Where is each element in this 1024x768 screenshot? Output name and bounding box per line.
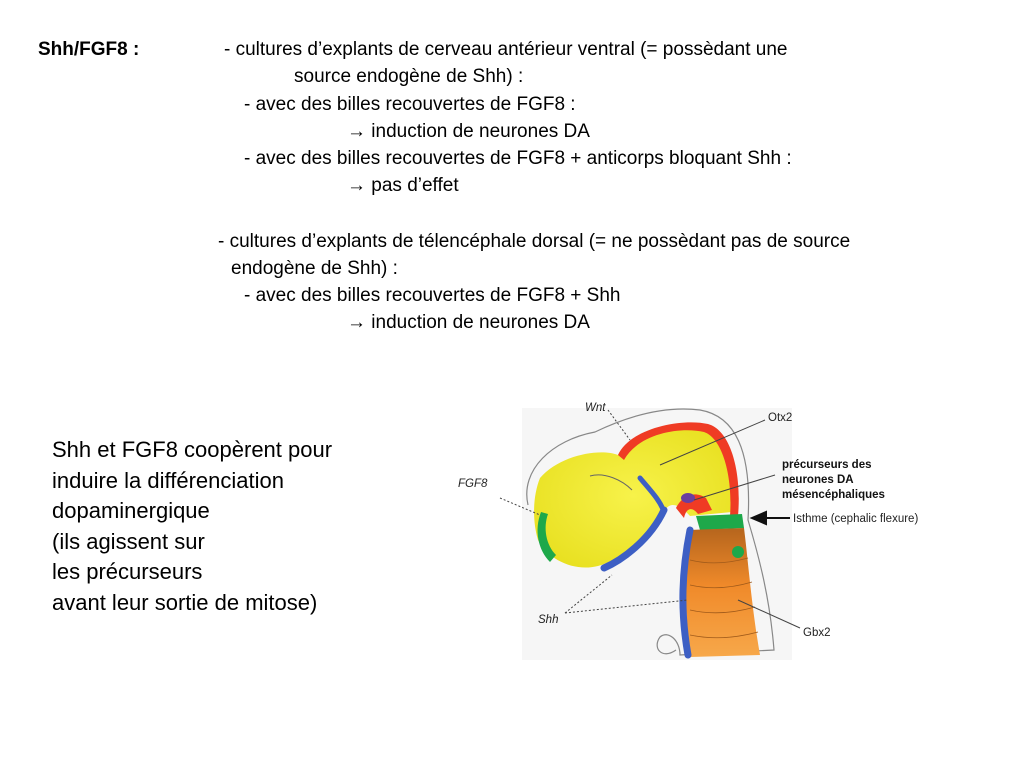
experiment-1-line-1: - cultures d’explants de cerveau antérie… <box>224 39 788 60</box>
inner-contour <box>589 474 633 491</box>
experiment-1-condition-b: - avec des billes recouvertes de FGF8 + … <box>244 148 792 169</box>
conclusion-line: induire la différenciation <box>52 467 284 493</box>
isthme-arrow <box>749 510 790 526</box>
embryo-brain-diagram: Wnt Otx2 FGF8 précurseurs des neurones D… <box>458 402 918 660</box>
label-fgf8: FGF8 <box>458 478 488 490</box>
experiment-1-line-2: source endogène de Shh) : <box>294 66 524 87</box>
label-precursors-2: neurones DA <box>782 474 854 486</box>
conclusion-line: dopaminergique <box>52 498 210 524</box>
label-shh: Shh <box>538 614 558 626</box>
rhombomere-lines <box>689 557 759 639</box>
da-precursors <box>681 493 695 503</box>
conclusion-paragraph: Shh et FGF8 coopèrent pour induire la di… <box>52 435 332 619</box>
label-precursors-1: précurseurs des <box>782 459 872 471</box>
label-precursors-3: mésencéphaliques <box>782 489 885 501</box>
experiment-2-condition-a: - avec des billes recouvertes de FGF8 + … <box>244 285 621 306</box>
section-label: Shh/FGF8 : <box>38 39 140 60</box>
conclusion-line: les précurseurs <box>52 559 203 585</box>
conclusion-line: (ils agissent sur <box>52 528 205 554</box>
green-spot <box>732 546 744 558</box>
label-gbx2: Gbx2 <box>803 627 831 639</box>
experiment-2-line-1: - cultures d’explants de télencéphale do… <box>218 231 851 252</box>
label-isthme: Isthme (cephalic flexure) <box>793 513 918 525</box>
embryo-outline <box>526 408 775 656</box>
experiment-2-result-a: → induction de neurones DA <box>347 312 590 333</box>
shh-diencephalon <box>637 475 667 515</box>
experiment-1-result-a: → induction de neurones DA <box>347 121 590 142</box>
label-wnt: Wnt <box>585 402 606 414</box>
experiment-1-condition-a: - avec des billes recouvertes de FGF8 : <box>244 94 576 115</box>
fgf8-anterior <box>537 512 556 562</box>
forebrain-region <box>534 423 733 568</box>
label-otx2: Otx2 <box>768 412 792 424</box>
isthmus-band <box>696 514 744 530</box>
hindbrain-region <box>685 528 760 657</box>
shh-floor-plate <box>600 506 694 659</box>
conclusion-line: Shh et FGF8 coopèrent pour <box>52 437 333 462</box>
experiment-1-result-b: → pas d’effet <box>347 175 459 196</box>
leader-lines <box>499 409 801 629</box>
experiment-2-line-2: endogène de Shh) : <box>231 258 398 279</box>
conclusion-line: avant leur sortie de mitose) <box>52 589 318 615</box>
